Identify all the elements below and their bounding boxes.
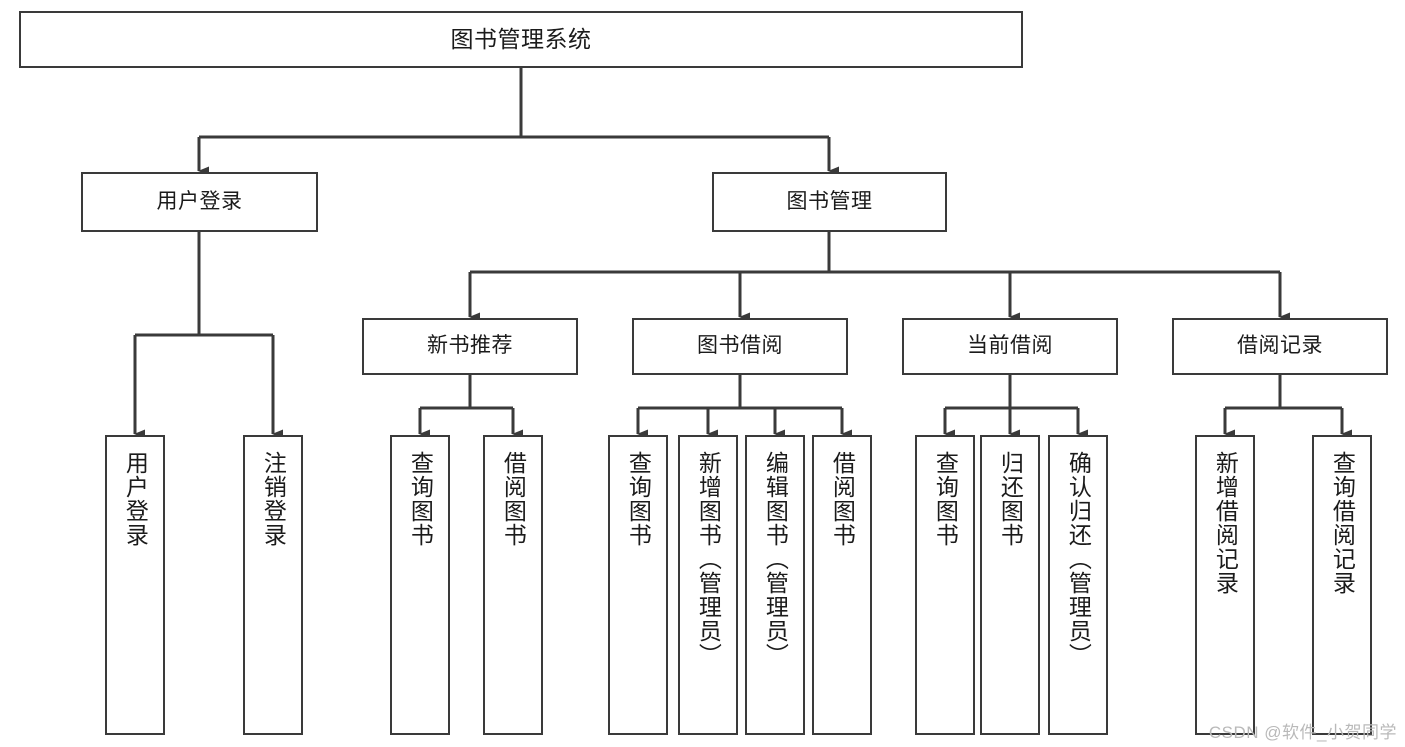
node-label: 注销登录 (260, 451, 287, 547)
node-label: 当前借阅 (967, 334, 1053, 358)
node-root[interactable]: 图书管理系统 (19, 11, 1023, 68)
node-label: 图书管理系统 (450, 25, 592, 52)
node-leaf-borrow-book-rec[interactable]: 借阅图书 (483, 435, 543, 735)
node-label: 借阅图书 (829, 451, 856, 547)
node-new-book-rec[interactable]: 新书推荐 (362, 318, 578, 375)
node-leaf-query-book-cb[interactable]: 查询图书 (915, 435, 975, 735)
node-label: 查询图书 (625, 451, 652, 547)
node-borrow-record[interactable]: 借阅记录 (1172, 318, 1388, 375)
node-label: 查询图书 (932, 451, 959, 547)
node-label: 查询图书 (407, 451, 434, 547)
node-leaf-confirm-return[interactable]: 确认归还（管理员） (1048, 435, 1108, 735)
node-leaf-query-book-bb[interactable]: 查询图书 (608, 435, 668, 735)
node-leaf-edit-book[interactable]: 编辑图书（管理员） (745, 435, 805, 735)
node-leaf-query-record[interactable]: 查询借阅记录 (1312, 435, 1372, 735)
node-current-borrow[interactable]: 当前借阅 (902, 318, 1118, 375)
node-leaf-return-book[interactable]: 归还图书 (980, 435, 1040, 735)
node-leaf-add-record[interactable]: 新增借阅记录 (1195, 435, 1255, 735)
node-label: 新增图书（管理员） (695, 451, 722, 667)
node-book-borrow[interactable]: 图书借阅 (632, 318, 848, 375)
node-label: 图书管理 (786, 189, 873, 213)
node-label: 用户登录 (122, 451, 149, 547)
node-leaf-user-login[interactable]: 用户登录 (105, 435, 165, 735)
node-label: 编辑图书（管理员） (762, 451, 789, 667)
node-label: 图书借阅 (697, 334, 783, 358)
node-label: 确认归还（管理员） (1065, 451, 1092, 667)
node-label: 用户登录 (156, 189, 243, 213)
node-label: 查询借阅记录 (1329, 451, 1356, 595)
node-leaf-borrow-book-bb[interactable]: 借阅图书 (812, 435, 872, 735)
node-label: 新增借阅记录 (1212, 451, 1239, 595)
node-leaf-logout[interactable]: 注销登录 (243, 435, 303, 735)
node-label: 归还图书 (997, 451, 1024, 547)
node-book-manage[interactable]: 图书管理 (712, 172, 947, 232)
node-label: 借阅记录 (1237, 334, 1323, 358)
node-label: 新书推荐 (427, 334, 513, 358)
watermark-text: CSDN @软件_小贺同学 (1208, 723, 1397, 742)
node-leaf-query-book-rec[interactable]: 查询图书 (390, 435, 450, 735)
node-leaf-add-book[interactable]: 新增图书（管理员） (678, 435, 738, 735)
node-label: 借阅图书 (500, 451, 527, 547)
node-user-login[interactable]: 用户登录 (81, 172, 318, 232)
